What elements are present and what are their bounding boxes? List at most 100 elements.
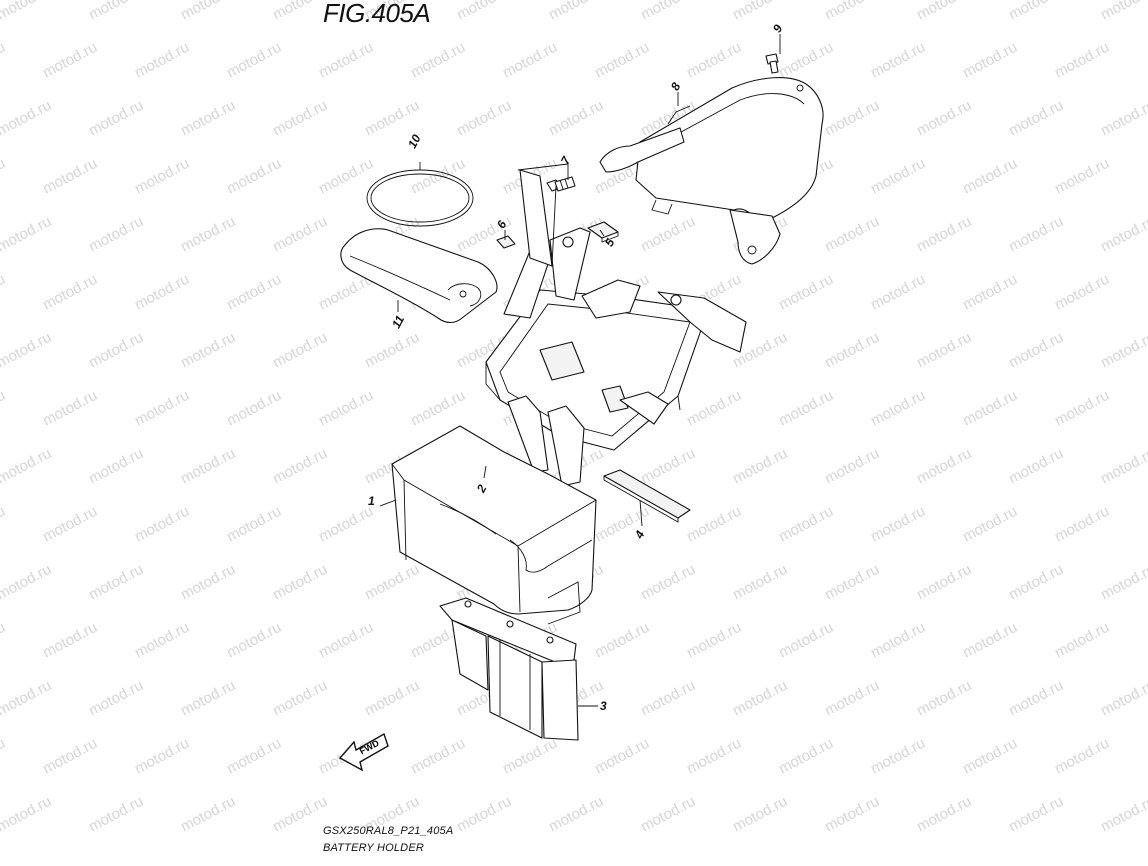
watermark-text: motod.ru <box>270 677 330 720</box>
watermark-text: motod.ru <box>960 735 1020 778</box>
watermark-text: motod.ru <box>454 793 514 836</box>
watermark-text: motod.ru <box>132 155 192 198</box>
watermark-text: motod.ru <box>1006 329 1066 372</box>
watermark-text: motod.ru <box>914 97 974 140</box>
watermark-text: motod.ru <box>362 677 422 720</box>
watermark-text: motod.ru <box>1052 155 1112 198</box>
watermark-text: motod.ru <box>0 271 8 314</box>
watermark-text: motod.ru <box>868 387 928 430</box>
watermark-text: motod.ru <box>1006 0 1066 24</box>
watermark-text: motod.ru <box>86 0 146 24</box>
watermark-text: motod.ru <box>960 387 1020 430</box>
watermark-text: motod.ru <box>592 735 652 778</box>
watermark-text: motod.ru <box>224 619 284 662</box>
watermark-text: motod.ru <box>224 271 284 314</box>
watermark-text: motod.ru <box>730 445 790 488</box>
watermark-text: motod.ru <box>224 39 284 82</box>
watermark-text: motod.ru <box>546 97 606 140</box>
watermark-text: motod.ru <box>914 793 974 836</box>
watermark-text: motod.ru <box>270 213 330 256</box>
watermark-text: motod.ru <box>1006 561 1066 604</box>
watermark-text: motod.ru <box>316 503 376 546</box>
watermark-text: motod.ru <box>270 97 330 140</box>
watermark-text: motod.ru <box>86 97 146 140</box>
callout-10: 10 <box>405 132 424 151</box>
watermark-text: motod.ru <box>0 677 54 720</box>
watermark-text: motod.ru <box>408 39 468 82</box>
part-9-screw <box>765 53 779 74</box>
watermark-text: motod.ru <box>40 503 100 546</box>
watermark-text: motod.ru <box>178 0 238 24</box>
watermark-text: motod.ru <box>316 155 376 198</box>
watermark-text: motod.ru <box>730 677 790 720</box>
watermark-text: motod.ru <box>0 97 54 140</box>
watermark-text: motod.ru <box>86 445 146 488</box>
battery-holder-frame <box>485 169 747 487</box>
watermark-text: motod.ru <box>592 619 652 662</box>
watermark-text: motod.ru <box>1098 677 1148 720</box>
watermark-text: motod.ru <box>408 155 468 198</box>
watermark-text: motod.ru <box>86 793 146 836</box>
watermark-text: motod.ru <box>776 503 836 546</box>
part-6-pad <box>496 235 516 249</box>
watermark-text: motod.ru <box>638 793 698 836</box>
watermark-text: motod.ru <box>408 735 468 778</box>
watermark-text: motod.ru <box>1098 97 1148 140</box>
watermark-text: motod.ru <box>1006 445 1066 488</box>
watermark-text: motod.ru <box>822 793 882 836</box>
watermark-text: motod.ru <box>868 39 928 82</box>
watermark-text: motod.ru <box>960 619 1020 662</box>
watermark-text: motod.ru <box>914 561 974 604</box>
watermark-text: motod.ru <box>822 97 882 140</box>
watermark-text: motod.ru <box>868 155 928 198</box>
callout-4: 4 <box>631 528 647 542</box>
callout-3: 3 <box>600 699 607 713</box>
figure-title: FIG.405A <box>323 0 431 28</box>
watermark-text: motod.ru <box>960 271 1020 314</box>
watermark-text: motod.ru <box>132 735 192 778</box>
watermark-text: motod.ru <box>730 793 790 836</box>
watermark-text: motod.ru <box>270 0 330 24</box>
watermark-text: motod.ru <box>638 561 698 604</box>
watermark-text: motod.ru <box>1052 503 1112 546</box>
watermark-text: motod.ru <box>0 503 8 546</box>
watermark-text: motod.ru <box>776 387 836 430</box>
watermark-text: motod.ru <box>822 677 882 720</box>
watermark-text: motod.ru <box>454 97 514 140</box>
watermark-text: motod.ru <box>224 503 284 546</box>
watermark-text: motod.ru <box>0 39 8 82</box>
watermark-text: motod.ru <box>638 445 698 488</box>
watermark-text: motod.ru <box>960 155 1020 198</box>
watermark-text: motod.ru <box>914 445 974 488</box>
watermark-text: motod.ru <box>1098 213 1148 256</box>
callout-8: 8 <box>668 80 684 93</box>
watermark-text: motod.ru <box>776 619 836 662</box>
watermark-text: motod.ru <box>86 329 146 372</box>
watermark-text: motod.ru <box>914 213 974 256</box>
watermark-text: motod.ru <box>224 155 284 198</box>
watermark-text: motod.ru <box>1098 0 1148 24</box>
watermark-text: motod.ru <box>684 735 744 778</box>
part-7-bolt <box>546 176 576 192</box>
watermark-text: motod.ru <box>362 561 422 604</box>
watermark-text: motod.ru <box>546 0 606 24</box>
part-3-plate <box>439 597 579 741</box>
watermark-text: motod.ru <box>316 39 376 82</box>
watermark-text: motod.ru <box>730 561 790 604</box>
watermark-text: motod.ru <box>684 387 744 430</box>
watermark-text: motod.ru <box>0 561 54 604</box>
watermark-text: motod.ru <box>776 271 836 314</box>
watermark-text: motod.ru <box>40 387 100 430</box>
watermark-text: motod.ru <box>1006 793 1066 836</box>
part-8-cover <box>599 77 824 265</box>
watermark-text: motod.ru <box>178 561 238 604</box>
watermark-text: motod.ru <box>1052 735 1112 778</box>
watermark-text: motod.ru <box>132 503 192 546</box>
watermark-text: motod.ru <box>270 793 330 836</box>
watermark-text: motod.ru <box>86 213 146 256</box>
watermark-text: motod.ru <box>914 329 974 372</box>
watermark-text: motod.ru <box>822 213 882 256</box>
watermark-text: motod.ru <box>270 445 330 488</box>
